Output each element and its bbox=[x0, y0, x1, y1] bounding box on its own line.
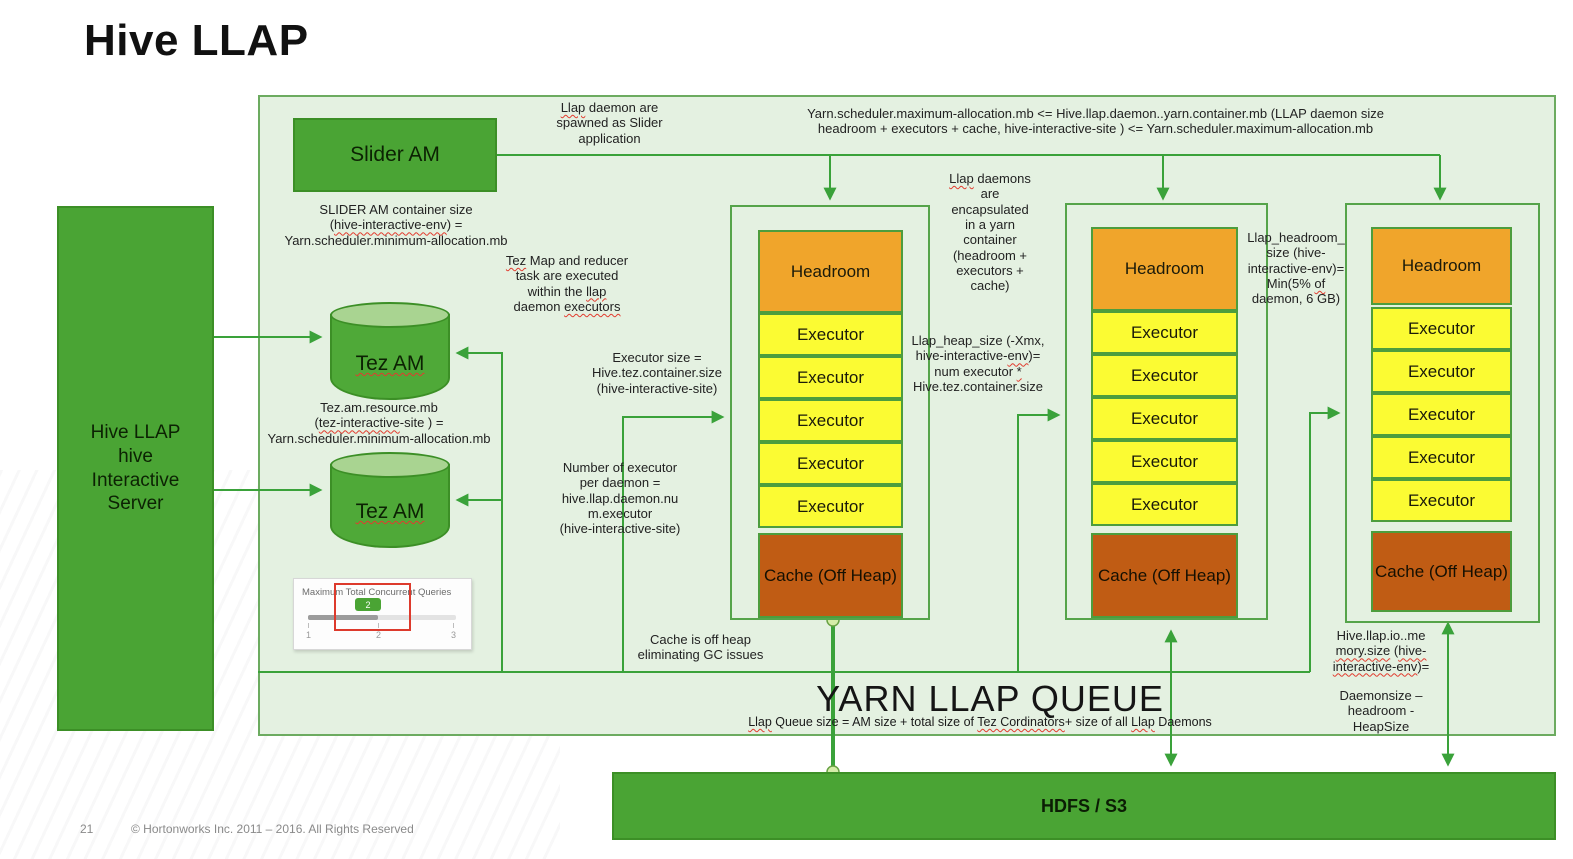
tez-am-2-cylinder bbox=[330, 464, 450, 548]
daemon-2-executor-2: Executor bbox=[1091, 354, 1238, 397]
daemon-1-executor-2: Executor bbox=[758, 356, 903, 399]
slider-tick-1 bbox=[308, 623, 309, 628]
slider-tick-label-2: 2 bbox=[376, 630, 382, 640]
annotation-cache-off-heap: Cache is off heap eliminating GC issues bbox=[637, 632, 764, 663]
daemon-3-executor-1: Executor bbox=[1371, 307, 1512, 350]
daemon-1-executor-3: Executor bbox=[758, 399, 903, 442]
annotation-num-executor: Number of executor per daemon = hive.lla… bbox=[559, 460, 681, 537]
tez-am-1-label: Tez AM bbox=[355, 352, 425, 375]
tez-am-1-cylinder bbox=[330, 314, 450, 400]
daemon-3-cache: Cache (Off Heap) bbox=[1371, 531, 1512, 612]
slider-tick-2 bbox=[378, 623, 379, 628]
daemon-3-executor-3: Executor bbox=[1371, 393, 1512, 436]
page-title: Hive LLAP bbox=[84, 16, 309, 65]
slider-tick-label-1: 1 bbox=[306, 630, 312, 640]
annotation-yarn-scheduler-top: Yarn.scheduler.maximum-allocation.mb <= … bbox=[807, 106, 1384, 137]
annotation-llap-daemon-spawned: Llap daemon are spawned as Slider applic… bbox=[556, 100, 663, 146]
annotation-llap-daemons-encapsulated: Llap daemons are encapsulated in a yarn … bbox=[949, 171, 1031, 294]
daemon-2-executor-5: Executor bbox=[1091, 483, 1238, 526]
llap-daemon-2-container bbox=[1065, 203, 1268, 620]
annotation-hive-llap-io-memory: Hive.llap.io..me mory.size (hive- intera… bbox=[1332, 628, 1430, 674]
concurrent-queries-title: Maximum Total Concurrent Queries bbox=[302, 587, 452, 598]
daemon-3-executor-5: Executor bbox=[1371, 479, 1512, 522]
hive-llap-server-box: Hive LLAP hive Interactive Server bbox=[57, 206, 214, 731]
slider-am-box: Slider AM bbox=[293, 118, 497, 192]
tez-am-2-cylinder-top bbox=[330, 452, 450, 478]
annotation-llap-heap-size: Llap_heap_size (-Xmx, hive-interactive-e… bbox=[911, 333, 1045, 394]
daemon-3-executor-4: Executor bbox=[1371, 436, 1512, 479]
page-number: 21 bbox=[80, 822, 94, 836]
tez-am-2-label: Tez AM bbox=[355, 500, 425, 523]
concurrency-slider-fill bbox=[308, 615, 378, 620]
annotation-daemonsize-formula: Daemonsize – headroom - HeapSize bbox=[1339, 688, 1423, 734]
annotation-executor-size: Executor size = Hive.tez.container.size … bbox=[591, 350, 723, 396]
concurrent-queries-widget: Maximum Total Concurrent Queries 2 1 2 3 bbox=[293, 578, 472, 650]
daemon-3-executor-2: Executor bbox=[1371, 350, 1512, 393]
copyright-text: © Hortonworks Inc. 2011 – 2016. All Righ… bbox=[131, 822, 414, 836]
llap-daemon-3-container bbox=[1345, 203, 1540, 623]
daemon-2-cache: Cache (Off Heap) bbox=[1091, 533, 1238, 618]
red-highlight-box bbox=[334, 583, 411, 631]
daemon-1-executor-4: Executor bbox=[758, 442, 903, 485]
daemon-1-executor-5: Executor bbox=[758, 485, 903, 528]
hdfs-s3-bar: HDFS / S3 bbox=[612, 772, 1556, 840]
annotation-slider-am-container-size: SLIDER AM container size (hive-interacti… bbox=[284, 202, 508, 248]
daemon-3-headroom: Headroom bbox=[1371, 227, 1512, 305]
daemon-2-executor-3: Executor bbox=[1091, 397, 1238, 440]
slider-tick-3 bbox=[453, 623, 454, 628]
daemon-1-cache: Cache (Off Heap) bbox=[758, 533, 903, 618]
annotation-llap-headroom-size: Llap_headroom_ size (hive- interactive-e… bbox=[1247, 230, 1345, 307]
tez-am-1-cylinder-top bbox=[330, 302, 450, 328]
slider-tick-label-3: 3 bbox=[451, 630, 457, 640]
concurrency-value-badge: 2 bbox=[355, 598, 381, 611]
hive-llap-server-label: Hive LLAP hive Interactive Server bbox=[90, 422, 181, 515]
yarn-llap-queue-title: YARN LLAP QUEUE bbox=[816, 678, 1164, 719]
daemon-1-headroom: Headroom bbox=[758, 230, 903, 313]
daemon-1-executor-1: Executor bbox=[758, 313, 903, 356]
hdfs-s3-label: HDFS / S3 bbox=[1040, 795, 1128, 816]
annotation-tez-am-resource: Tez.am.resource.mb (tez-interactive-site… bbox=[267, 400, 491, 446]
llap-daemon-1-container bbox=[730, 205, 930, 620]
concurrency-slider-track bbox=[308, 615, 456, 620]
annotation-tez-map-reducer: Tez Map and reducer task are executed wi… bbox=[505, 253, 629, 314]
daemon-2-headroom: Headroom bbox=[1091, 227, 1238, 311]
yarn-llap-queue-formula: Llap Queue size = AM size + total size o… bbox=[748, 715, 1212, 729]
daemon-2-executor-4: Executor bbox=[1091, 440, 1238, 483]
slider-am-label: Slider AM bbox=[350, 143, 440, 166]
daemon-2-executor-1: Executor bbox=[1091, 311, 1238, 354]
